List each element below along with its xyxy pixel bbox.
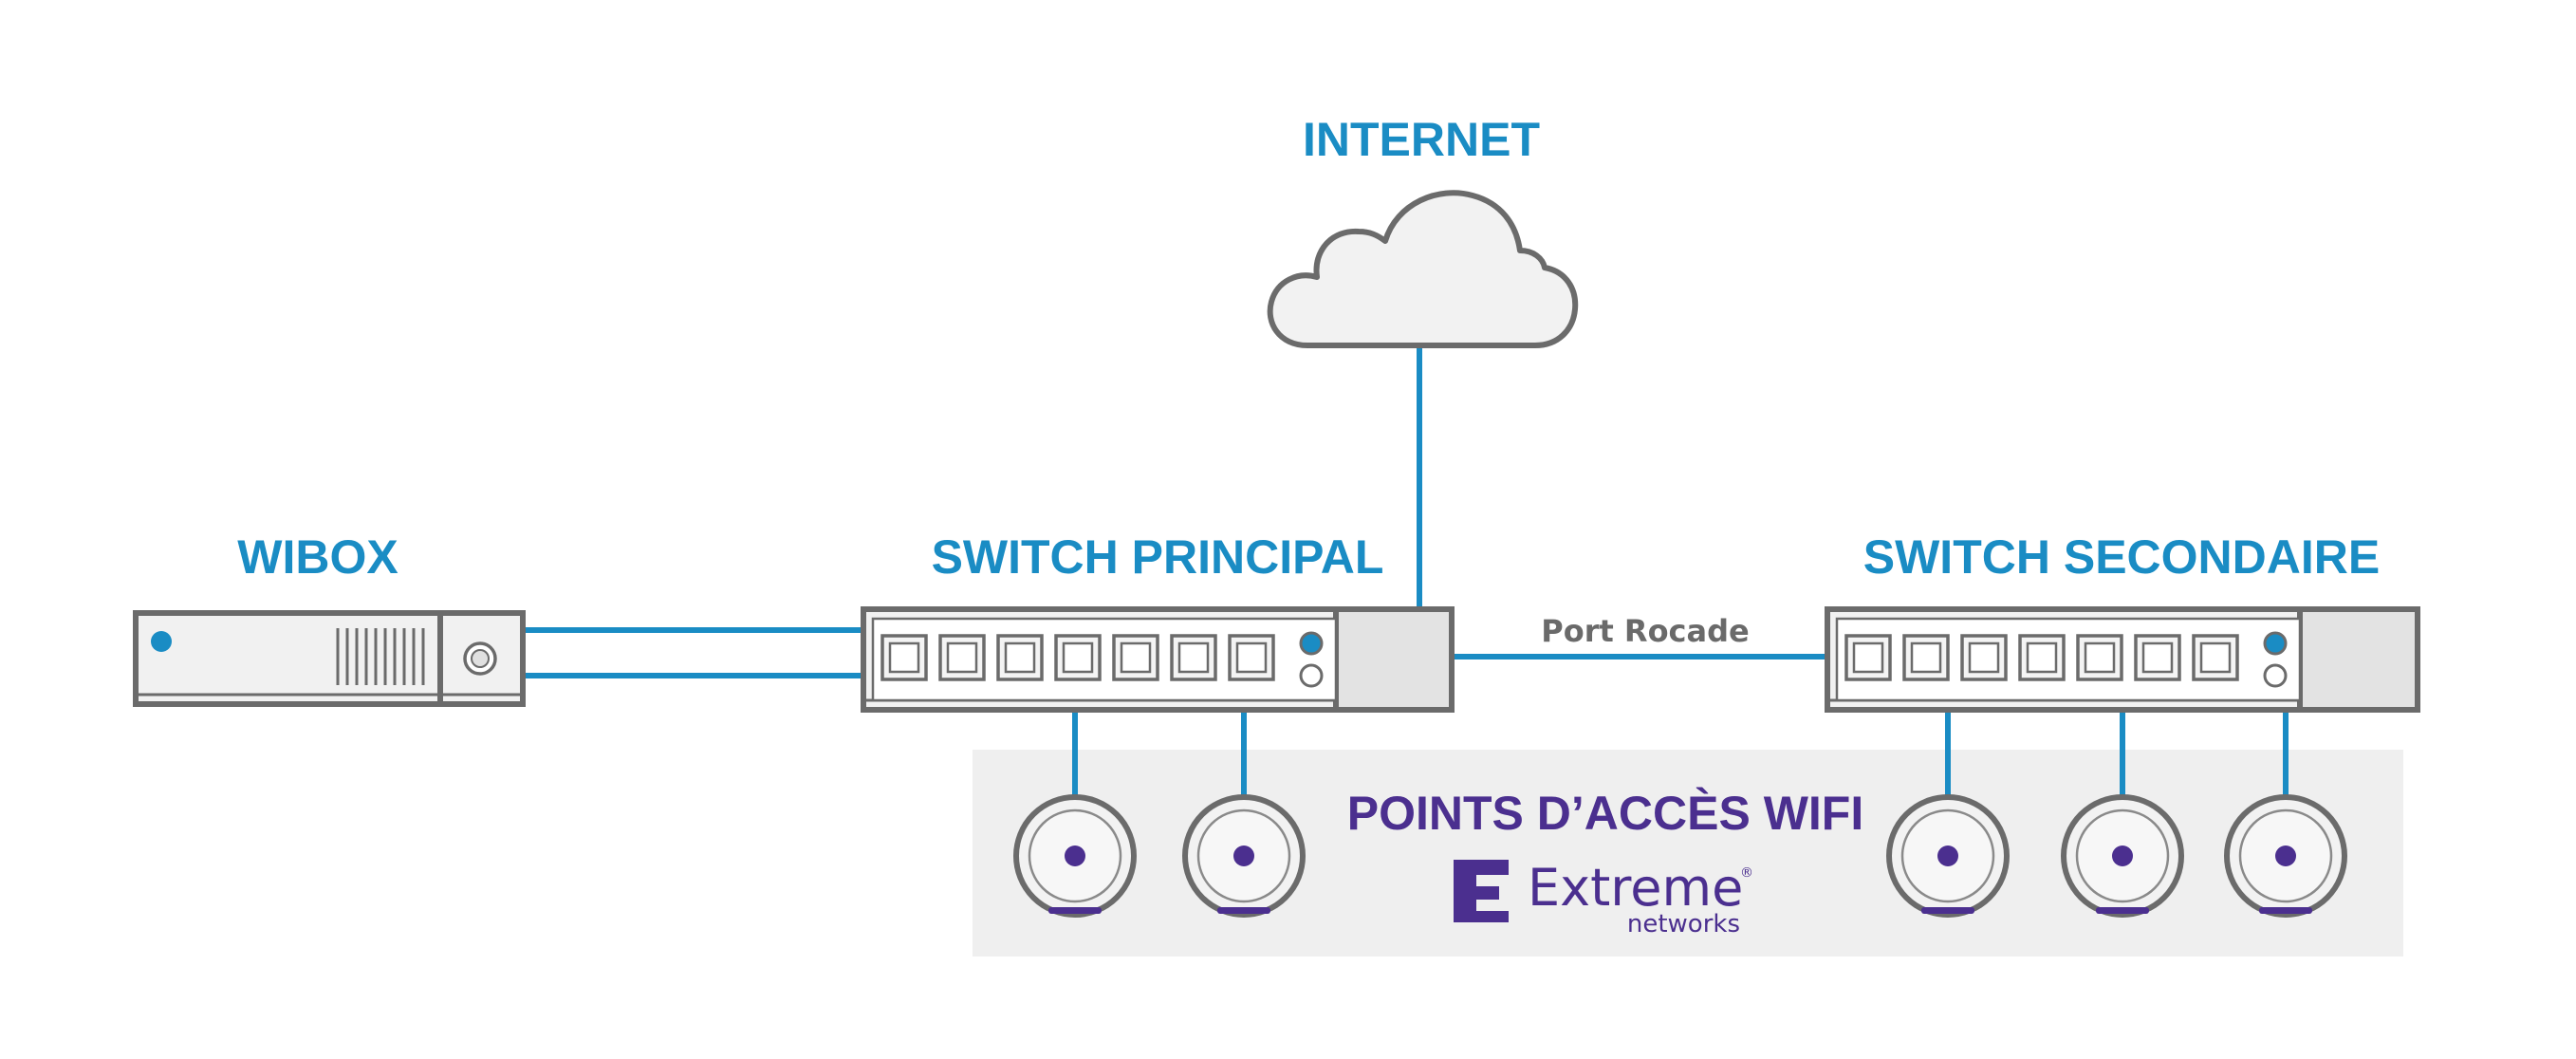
internet-label: INTERNET	[1303, 113, 1540, 166]
switch-secondaire-led-off	[2263, 663, 2288, 688]
extreme-logo-icon	[1454, 860, 1509, 922]
wibox-status-led	[151, 631, 172, 652]
wibox-vent	[336, 628, 425, 685]
switch-principal-ports	[880, 634, 1275, 681]
brand-sub: networks	[1627, 910, 1740, 938]
switch-principal-led-on	[1299, 631, 1324, 656]
switch-principal-label: SWITCH PRINCIPAL	[932, 530, 1384, 584]
access-point-icon	[1013, 794, 1137, 918]
access-point-icon	[1182, 794, 1306, 918]
switch-secondaire-label: SWITCH SECONDAIRE	[1863, 530, 2380, 584]
brand-name: Extreme	[1528, 858, 1743, 918]
port-rocade-label: Port Rocade	[1541, 613, 1749, 649]
switch-principal-icon	[861, 606, 1455, 713]
switch-secondaire-icon	[1825, 606, 2420, 713]
switch-principal-led-off	[1299, 663, 1324, 688]
switch-secondaire-led-on	[2263, 631, 2288, 656]
brand-registered: ®	[1740, 865, 1753, 881]
switch-secondaire-ports	[1844, 634, 2239, 681]
access-point-icon	[2061, 794, 2184, 918]
access-point-icon	[1886, 794, 2010, 918]
wibox-device-icon	[133, 610, 526, 707]
wibox-label: WIBOX	[237, 530, 398, 584]
access-point-icon	[2224, 794, 2347, 918]
points-acces-label: POINTS D’ACCÈS WIFI	[1347, 787, 1863, 840]
connections	[522, 344, 2289, 799]
cloud-icon	[1267, 190, 1579, 348]
